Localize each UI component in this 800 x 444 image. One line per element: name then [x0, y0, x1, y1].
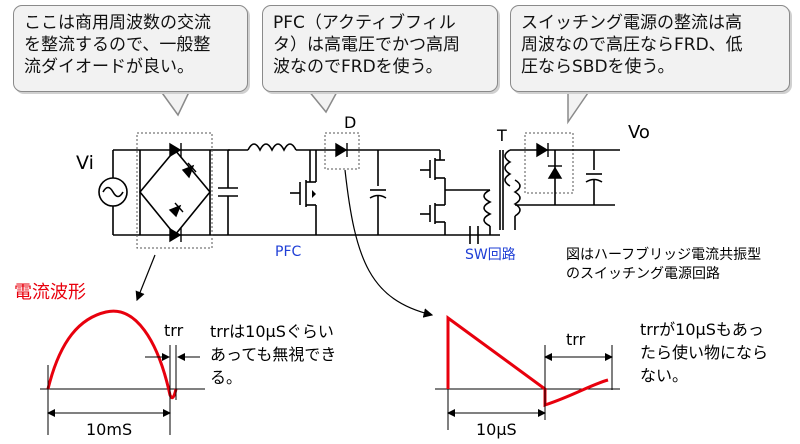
bridge-highlight-box — [136, 132, 213, 249]
label-trr-left: trr — [164, 321, 184, 340]
label-period-right: 10μS — [476, 420, 517, 439]
note-right: trrが10μSもあっ たら使い物になら ない。 — [640, 320, 769, 385]
label-period-left: 10mS — [86, 420, 133, 439]
pfc-inductor — [247, 143, 297, 152]
output-rectifier-box — [524, 132, 574, 194]
callout-output-rectifier: スイッチング電源の整流は高 周波なので高圧ならFRD、低 圧ならSBDを使う。 — [510, 5, 790, 92]
callout-tail-bridge — [159, 89, 191, 117]
label-vi: Vi — [76, 152, 94, 174]
pfc-diode-box — [324, 132, 360, 170]
right-waveform — [435, 315, 620, 430]
label-pfc: PFC — [275, 244, 302, 260]
arrow-to-right-wave — [344, 169, 434, 318]
label-sw-circuit: SW回路 — [465, 247, 516, 263]
callout-tail-pfc — [307, 89, 339, 114]
transformer — [504, 149, 512, 187]
callout-bridge-rectifier: ここは商用周波数の交流 を整流するので、一般整 流ダイオードが良い。 — [13, 5, 248, 92]
figure-note: 図はハーフブリッジ電流共振型 のスイッチング電源回路 — [566, 247, 762, 282]
bridge-rectifier — [138, 148, 212, 237]
callout-tail-output — [567, 89, 591, 125]
note-left: trrは10μSぐらい あっても無視でき る。 — [210, 322, 337, 387]
label-vo: Vo — [628, 122, 650, 143]
label-d: D — [344, 113, 357, 132]
callout-pfc-diode: PFC（アクティブフィル タ）は高電圧でかつ高周 波なのでFRDを使う。 — [262, 5, 498, 92]
current-waveform-title: 電流波形 — [14, 282, 86, 303]
label-t: T — [497, 126, 507, 145]
arrow-to-left-wave — [135, 254, 156, 302]
left-waveform — [40, 309, 205, 435]
label-trr-right: trr — [566, 330, 586, 349]
